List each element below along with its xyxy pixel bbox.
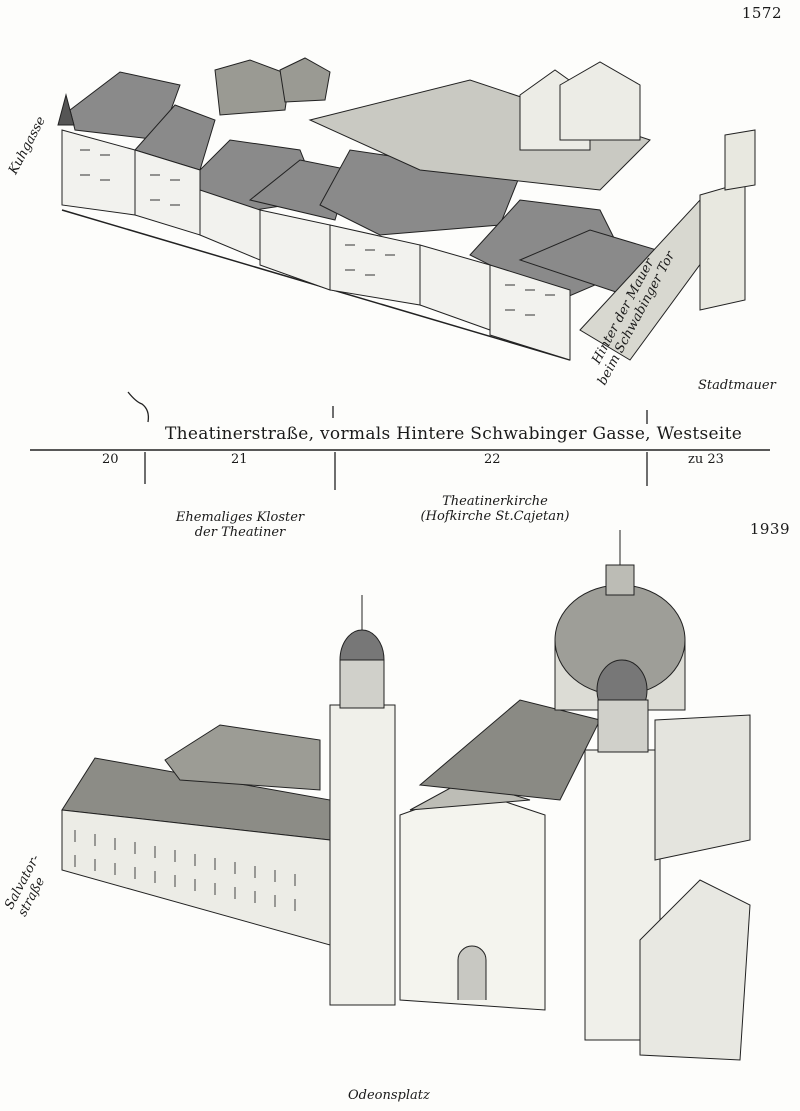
house-number-20: 20: [102, 452, 119, 467]
street-line-diagram: [30, 391, 770, 490]
street-title: Theatinerstraße, vormals Hintere Schwabi…: [165, 424, 743, 444]
year-1939: 1939: [749, 520, 790, 538]
label-kirche-line1: Theatinerkirche: [442, 494, 548, 509]
top-separator-curve: [127, 391, 150, 423]
label-stadtmauer: Stadtmauer: [698, 378, 776, 393]
house-number-zu-23: zu 23: [688, 452, 724, 467]
label-kloster-line1: Ehemaliges Kloster: [175, 510, 305, 525]
year-1572: 1572: [741, 4, 782, 22]
label-kloster-line2: der Theatiner: [194, 525, 286, 540]
label-theatinerkirche: Theatinerkirche (Hofkirche St.Cajetan): [405, 494, 585, 524]
left-tower: [329, 704, 396, 1006]
label-kirche-line2: (Hofkirche St.Cajetan): [420, 509, 570, 524]
drawing-1572: [57, 57, 756, 361]
house-number-21: 21: [231, 452, 248, 467]
house-number-22: 22: [484, 452, 501, 467]
label-odeonsplatz: Odeonsplatz: [348, 1088, 430, 1103]
roof-row-1572: [69, 71, 692, 301]
label-ehemaliges-kloster: Ehemaliges Kloster der Theatiner: [170, 510, 310, 540]
